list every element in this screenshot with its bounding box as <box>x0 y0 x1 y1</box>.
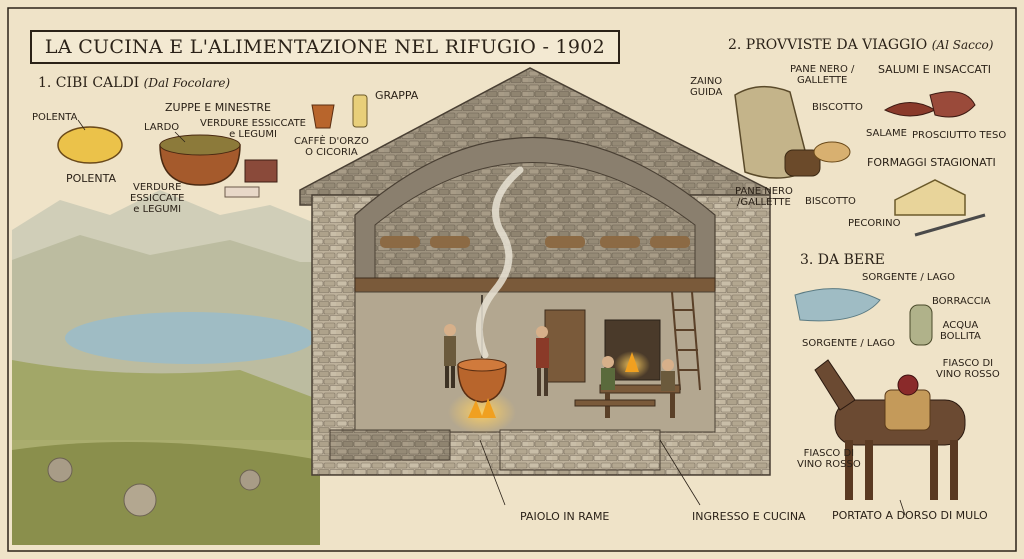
lard-block <box>244 159 278 183</box>
label-coffee: CAFFÈ D'ORZO O CICORIA <box>294 136 369 158</box>
label-cured-meats: SALUMI E INSACCATI <box>878 63 992 76</box>
wine-basket <box>884 389 931 431</box>
label-wine-left: FIASCO DI VINO ROSSO <box>797 448 861 470</box>
bread-bottom-line2: /GALLETTE <box>737 197 791 208</box>
wine-flask <box>897 374 919 396</box>
drinks-heading-text: 3. DA BERE <box>800 252 885 268</box>
label-salami: SALAME <box>866 128 907 139</box>
polenta-bowl <box>57 126 123 164</box>
wine-left-line2: VINO ROSSO <box>797 459 861 470</box>
label-cheeses: FORMAGGI STAGIONATI <box>867 156 996 169</box>
label-backpack: ZAINO GUIDA <box>690 76 722 98</box>
label-biscuit-bottom: BISCOTTO <box>805 196 856 207</box>
drinks-illustrations <box>794 288 966 500</box>
grappa-bottle <box>352 94 368 128</box>
backpack-line1: ZAINO <box>690 76 723 87</box>
label-spring-top: SORGENTE / LAGO <box>862 272 955 283</box>
page-title: LA CUCINA E L'ALIMENTAZIONE NEL RIFUGIO … <box>44 36 606 58</box>
coffee-line2: O CICORIA <box>305 147 358 158</box>
travel-subheading: (Al Sacco) <box>931 38 994 52</box>
figure-guide <box>536 326 549 396</box>
dried-veg-left-line3: e LEGUMI <box>133 204 182 215</box>
backpack-line2: GUIDA <box>690 87 723 98</box>
spring-lake <box>794 288 881 322</box>
leader-lines <box>77 119 906 516</box>
bread-bottom-line1: PANE NERO <box>735 186 793 197</box>
soup-pot <box>159 144 241 186</box>
dried-veg-left-line2: ESSICCATE <box>130 193 185 204</box>
label-entrance: INGRESSO E CUCINA <box>692 510 806 523</box>
label-biscuit-top: BISCOTTO <box>812 102 863 113</box>
wine-right-line1: FIASCO DI <box>942 358 994 369</box>
label-cauldron: PAIOLO IN RAME <box>520 510 610 523</box>
label-soups: ZUPPE E MINESTRE <box>165 101 271 114</box>
label-polenta-top: POLENTA <box>32 112 78 123</box>
hot-food-illustrations <box>57 94 368 198</box>
travel-heading-text: 2. PROVVISTE DA VIAGGIO <box>728 37 928 53</box>
figure-cook <box>444 324 456 388</box>
water-line2: BOLLITA <box>940 331 981 342</box>
label-bread-top: PANE NERO / GALLETTE <box>790 64 854 86</box>
lake <box>65 312 315 364</box>
mountain-landscape <box>12 190 320 545</box>
dried-veg-top-line1: VERDURE ESSICCATE <box>200 118 306 129</box>
label-flask: BORRACCIA <box>932 296 991 307</box>
label-spring-bottom: SORGENTE / LAGO <box>802 338 895 349</box>
section-travel-heading: 2. PROVVISTE DA VIAGGIO (Al Sacco) <box>728 37 993 53</box>
label-mule: PORTATO A DORSO DI MULO <box>832 509 988 522</box>
biscuit <box>813 141 851 163</box>
water-line1: ACQUA <box>942 320 979 331</box>
label-dried-veg-top: VERDURE ESSICCATE e LEGUMI <box>200 118 306 140</box>
knife <box>914 213 986 237</box>
label-lard: LARDO <box>144 122 180 133</box>
label-polenta-bottom: POLENTA <box>66 172 116 185</box>
coffee-pot <box>311 104 335 129</box>
label-ham: PROSCIUTTO TESO <box>912 130 1007 141</box>
bread-top-line1: PANE NERO / <box>790 64 855 75</box>
label-dried-veg-left: VERDURE ESSICCATE e LEGUMI <box>130 182 184 215</box>
pecorino-cheese <box>894 179 966 216</box>
hot-food-heading-text: 1. CIBI CALDI <box>38 75 140 91</box>
wine-right-line2: VINO ROSSO <box>936 369 1000 380</box>
frame-border <box>7 7 1017 552</box>
smoke <box>475 166 524 359</box>
label-grappa: GRAPPA <box>375 89 419 102</box>
coffee-line1: CAFFÈ D'ORZO <box>294 136 369 147</box>
label-pecorino: PECORINO <box>848 218 901 229</box>
wine-left-line1: FIASCO DI <box>803 448 855 459</box>
dried-veg-left-line1: VERDURE <box>133 182 182 193</box>
label-boiled-water: ACQUA BOLLITA <box>940 320 981 342</box>
mule <box>814 359 966 500</box>
salami <box>883 102 937 117</box>
figure-seated <box>601 356 675 391</box>
label-wine-right: FIASCO DI VINO ROSSO <box>936 358 1000 380</box>
travel-supplies-illustrations <box>734 86 986 237</box>
ham <box>929 91 976 118</box>
section-drinks-heading: 3. DA BERE <box>800 252 885 268</box>
mountain-hut <box>299 67 771 476</box>
section-hot-food-heading: 1. CIBI CALDI (Dal Focolare) <box>38 75 230 91</box>
hot-food-subheading: (Dal Focolare) <box>143 76 231 90</box>
bread-top-line2: GALLETTE <box>796 75 848 86</box>
water-flask <box>909 304 933 346</box>
black-bread <box>784 149 821 177</box>
title-box: LA CUCINA E L'ALIMENTAZIONE NEL RIFUGIO … <box>30 30 620 64</box>
label-bread-bottom: PANE NERO /GALLETTE <box>735 186 793 208</box>
copper-cauldron <box>457 364 507 403</box>
door <box>544 309 586 383</box>
dried-veg-top-line2: e LEGUMI <box>229 129 277 140</box>
